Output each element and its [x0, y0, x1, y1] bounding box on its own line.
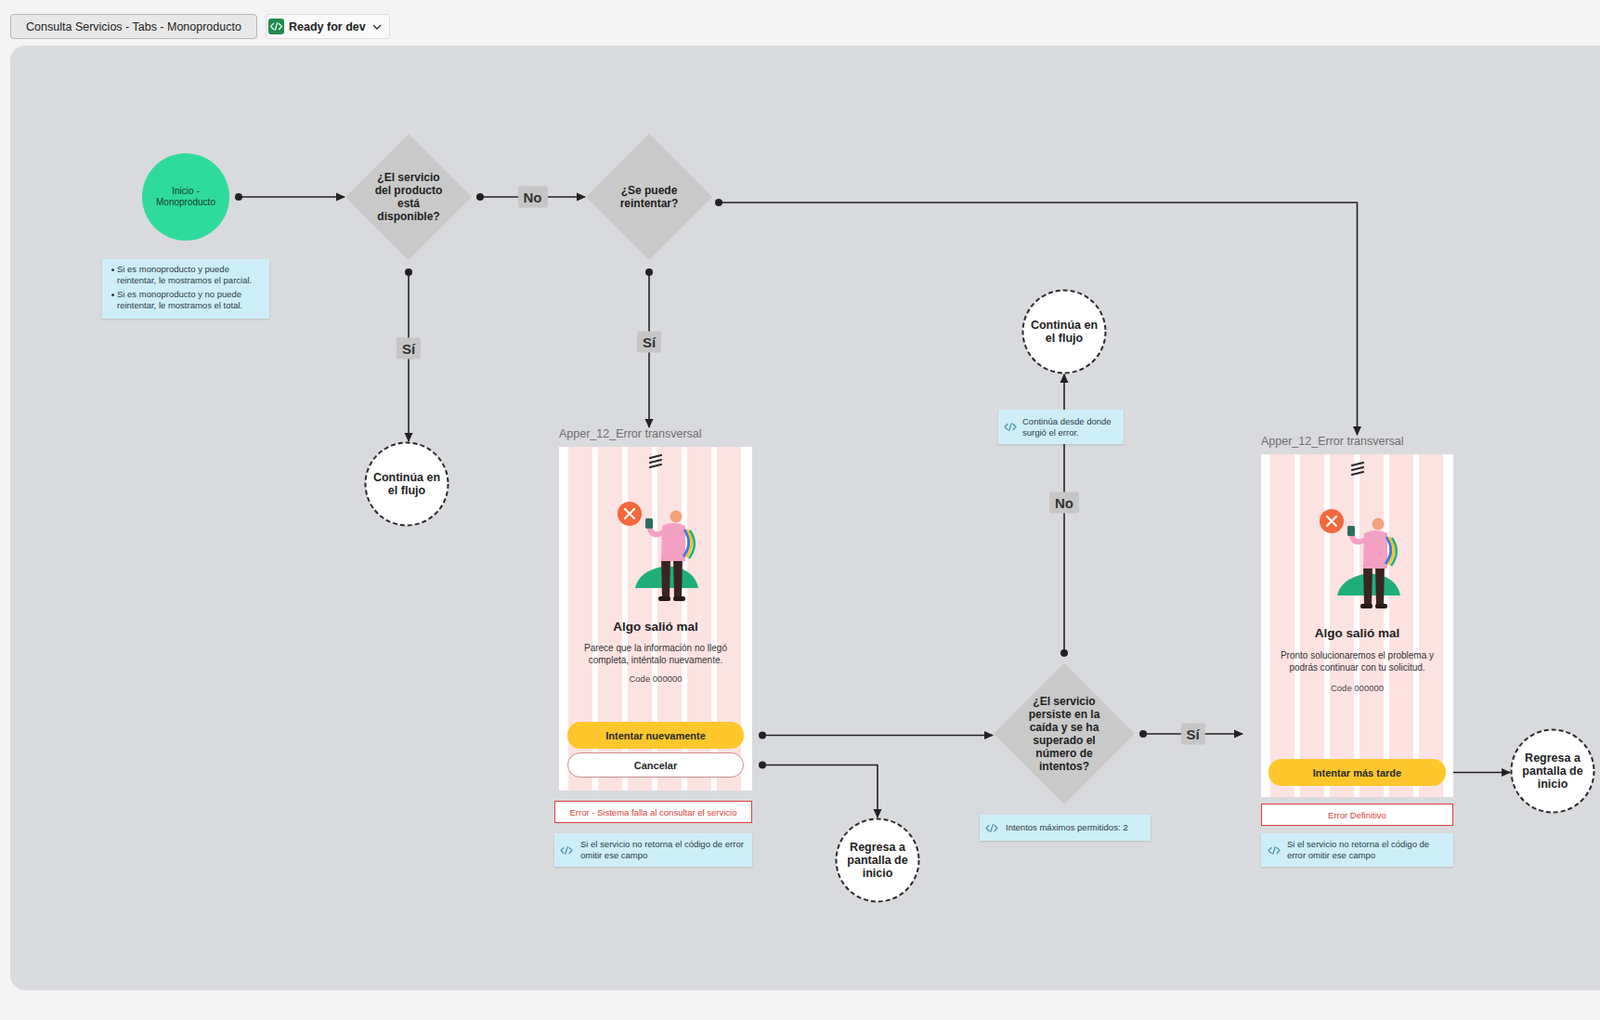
bullet-dot: [111, 268, 115, 272]
screen-text: Parece que la información no llegó compl…: [559, 641, 753, 666]
diamond-fill: [585, 133, 713, 261]
connector-circle: Regresa a pantalla de inicio: [1509, 728, 1596, 814]
button-label: Intentar nuevamente: [567, 729, 744, 742]
decision-text: ¿El servicio persiste en la caída y se h…: [1023, 694, 1106, 773]
connector: [234, 193, 345, 201]
note-box: Si es monoproducto y puede reintentar, l…: [102, 259, 270, 319]
connector-circle: Continúa en el flujo: [1021, 288, 1107, 375]
code-icon: [986, 824, 998, 833]
screen-mockup: Apper_12_Error transversalAlgo salió mal…: [559, 446, 753, 791]
note-text: Si es monoproducto y no puede reintentar…: [117, 288, 262, 312]
screen-text: Algo salió mal: [1261, 625, 1454, 640]
node-label: Continúa en el flujo: [1028, 318, 1100, 345]
decision-diamond: ¿Se puede reintentar?: [585, 132, 714, 261]
dashed-outline: [836, 819, 920, 902]
status-badge: Ready for dev: [265, 13, 391, 40]
note-box: Intentos máximos permitidos: 2: [979, 814, 1151, 841]
connector-start-dot: [715, 198, 723, 207]
start-node: Inicio - Monoproducto: [142, 153, 230, 241]
note-text: Intentos máximos permitidos: 2: [1005, 821, 1145, 833]
connector-start-dot: [234, 193, 243, 201]
code-icon: [1004, 423, 1016, 431]
decision-diamond: ¿El servicio persiste en la caída y se h…: [992, 662, 1136, 806]
note-box: Si el servicio no retorna el código de e…: [1261, 832, 1454, 867]
edge-label: Sí: [1180, 723, 1205, 745]
connector-start-dot: [404, 268, 413, 276]
dashed-outline: [365, 442, 449, 526]
screen-text: Pronto solucionaremos el problema y podr…: [1261, 649, 1454, 674]
bullet-dot: [111, 293, 115, 297]
note-box: Si el servicio no retorna el código de e…: [554, 832, 753, 867]
connector-circle: Regresa a pantalla de inicio: [834, 817, 921, 903]
dashed-outline: [1511, 729, 1595, 813]
node-label: Inicio - Monoproducto: [151, 185, 221, 209]
screen-text: Code 000000: [1261, 682, 1454, 693]
connector-start-dot: [1139, 729, 1147, 738]
decision-diamond: ¿El servicio del producto está disponibl…: [344, 132, 473, 261]
connector: [758, 731, 993, 740]
note-text: Continúa desde donde surgió el error.: [1022, 416, 1119, 439]
primary-button: Intentar nuevamente: [567, 721, 744, 749]
connector-start-dot: [476, 193, 484, 201]
connector: [758, 761, 878, 819]
error-text: Error - Sistema falla al consultar el se…: [569, 806, 737, 818]
edge-label: No: [1049, 492, 1080, 514]
note-text: Si el servicio no retorna el código de e…: [1287, 838, 1446, 861]
primary-button: Intentar más tarde: [1268, 758, 1446, 786]
connector: [715, 198, 1358, 435]
edge-label: Sí: [396, 337, 421, 359]
decision-text: ¿Se puede reintentar?: [611, 183, 688, 210]
connector-line: [762, 734, 993, 737]
error-tag: Error Definitivo: [1261, 803, 1454, 826]
screen-text: Code 000000: [559, 673, 753, 684]
note-text: Si es monoproducto y puede reintentar, l…: [117, 263, 262, 287]
secondary-button: Cancelar: [567, 752, 744, 778]
screen-text: Algo salió mal: [559, 619, 753, 634]
error-illustration: [617, 455, 699, 601]
error-text: Error Definitivo: [1327, 809, 1387, 820]
screen-mockup: Apper_12_Error transversalAlgo salió mal…: [1261, 454, 1454, 797]
diamond-fill: [345, 133, 472, 261]
connector-start-dot: [758, 731, 767, 740]
diagram-title: Consulta Servicios - Tabs - Monoproducto: [10, 13, 258, 40]
connector-line: [238, 195, 345, 198]
edge-label: No: [518, 186, 548, 209]
note-box: Continúa desde donde surgió el error.: [998, 409, 1124, 444]
error-illustration: [1319, 462, 1401, 609]
node-label: Regresa a pantalla de inicio: [1517, 751, 1588, 791]
code-icon: [560, 846, 573, 855]
node-label: Regresa a pantalla de inicio: [842, 840, 913, 880]
screen-text: Apper_12_Error transversal: [1261, 434, 1405, 448]
chevron-down: [373, 25, 381, 29]
note-text: Si el servicio no retorna el código de e…: [580, 838, 745, 861]
error-tag: Error - Sistema falla al consultar el se…: [554, 800, 753, 823]
connector-line: [718, 202, 1358, 435]
connector-line: [762, 765, 878, 819]
connector-start-dot: [645, 268, 653, 276]
code-icon: [271, 23, 283, 31]
node-label: Continúa en el flujo: [371, 470, 443, 497]
dashed-outline: [1023, 290, 1106, 374]
connector-start-dot: [1060, 649, 1068, 657]
connector-start-dot: [758, 761, 767, 769]
dev-icon: [268, 18, 285, 35]
diamond-fill: [993, 663, 1135, 805]
screen-text: Apper_12_Error transversal: [559, 427, 703, 441]
connector-circle: Continúa en el flujo: [364, 441, 450, 527]
code-icon: [1268, 846, 1280, 855]
decision-text: ¿El servicio del producto está disponibl…: [370, 170, 447, 223]
edge-label: Sí: [637, 331, 662, 353]
button-label: Cancelar: [568, 759, 743, 771]
button-label: Intentar más tarde: [1268, 767, 1446, 779]
